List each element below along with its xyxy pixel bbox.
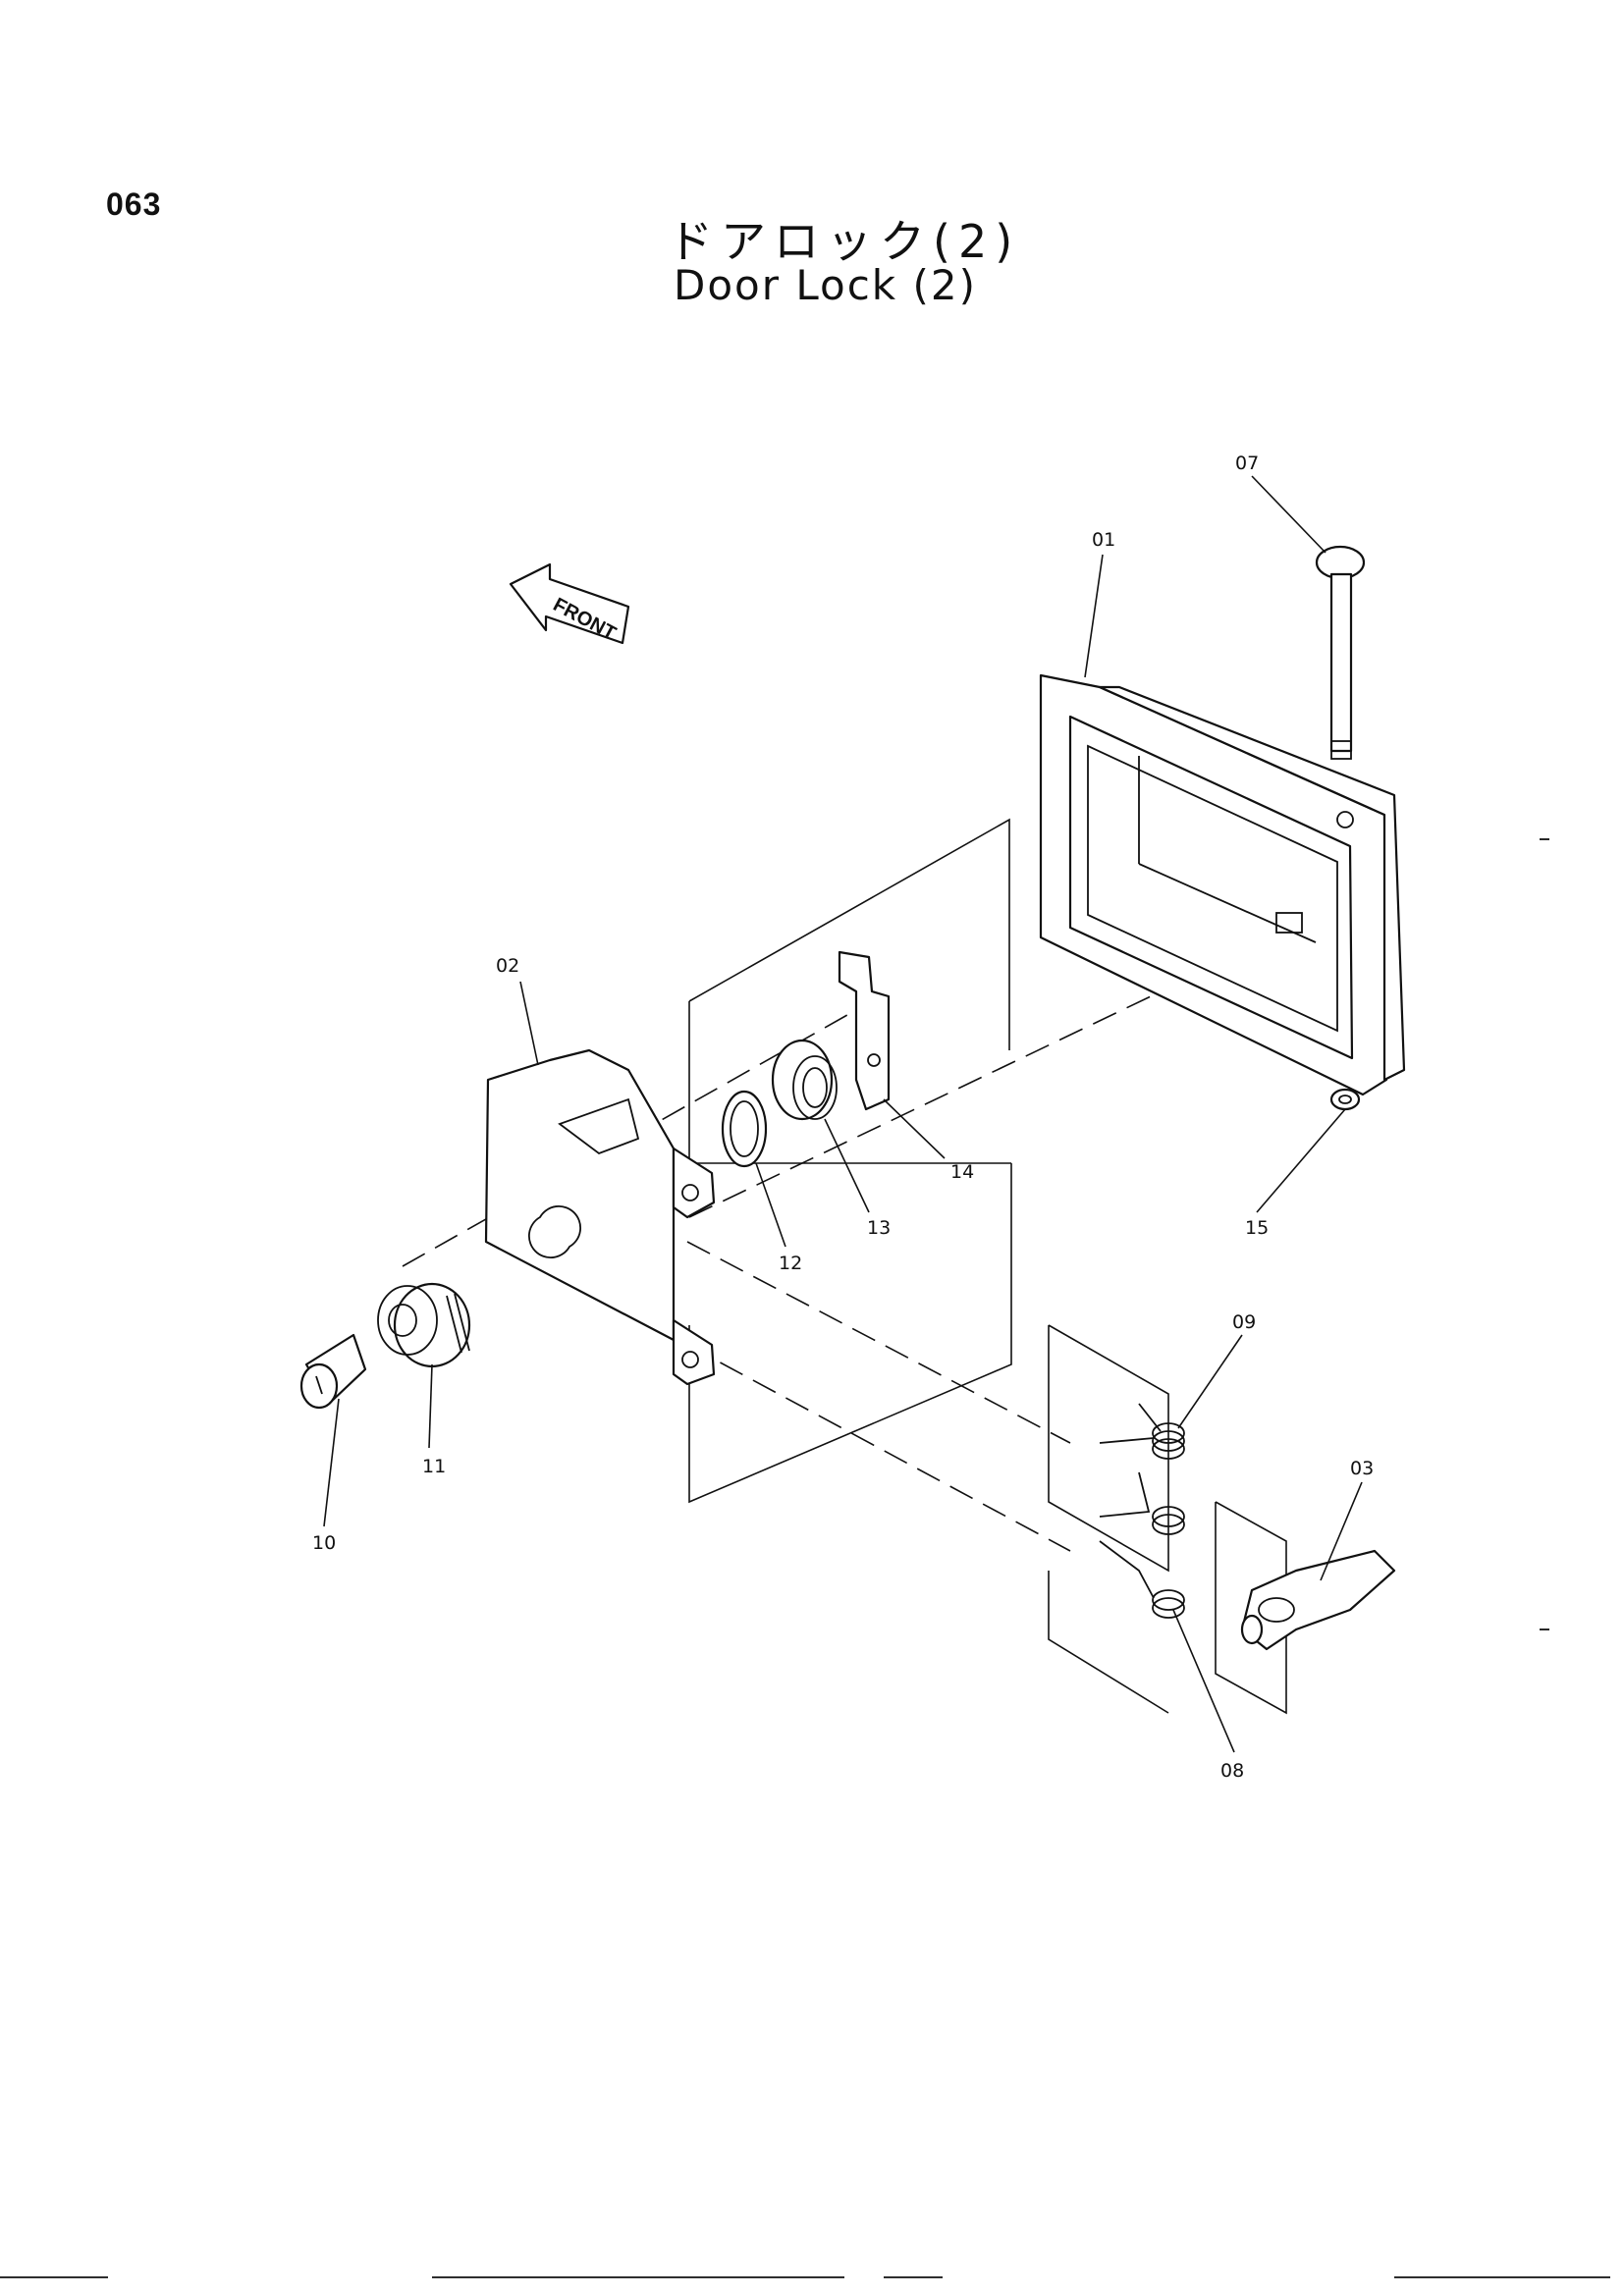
part-07-pin — [1315, 545, 1366, 760]
part-10-key-cylinder — [299, 1333, 367, 1410]
callout-15: 15 — [1245, 1217, 1269, 1239]
callout-10: 10 — [312, 1532, 336, 1554]
front-arrow-marker: FRONT — [509, 562, 630, 645]
callout-07: 07 — [1235, 453, 1259, 474]
part-08-spring-lower — [1099, 1471, 1185, 1619]
callout-12: 12 — [779, 1253, 802, 1274]
callout-09: 09 — [1232, 1311, 1256, 1333]
leader-lines — [323, 475, 1363, 1753]
part-12-washer — [721, 1090, 768, 1168]
part-11-cylinder-housing — [377, 1282, 471, 1368]
callout-13: 13 — [867, 1217, 891, 1239]
part-13-nut — [771, 1039, 838, 1121]
callout-03: 03 — [1350, 1458, 1374, 1479]
part-15-clip — [1329, 1088, 1361, 1111]
scan-edge-marks — [0, 838, 1610, 2278]
callout-08: 08 — [1220, 1760, 1244, 1782]
callout-11: 11 — [422, 1456, 446, 1477]
callout-02: 02 — [496, 955, 519, 977]
callout-14: 14 — [950, 1161, 974, 1183]
callout-labels: 07 01 02 14 13 12 15 09 03 08 11 10 — [312, 453, 1374, 1782]
callout-01: 01 — [1092, 529, 1115, 551]
part-03-lever — [1240, 1549, 1396, 1651]
title-english: Door Lock (2) — [674, 261, 977, 309]
part-14-plate — [838, 950, 891, 1111]
part-01-handle-housing — [1039, 673, 1406, 1096]
title-japanese: ドアロック(2) — [668, 215, 1021, 268]
part-09-spring-upper — [1099, 1403, 1185, 1460]
page-number: 063 — [106, 187, 162, 222]
part-02-bracket — [484, 1048, 716, 1386]
